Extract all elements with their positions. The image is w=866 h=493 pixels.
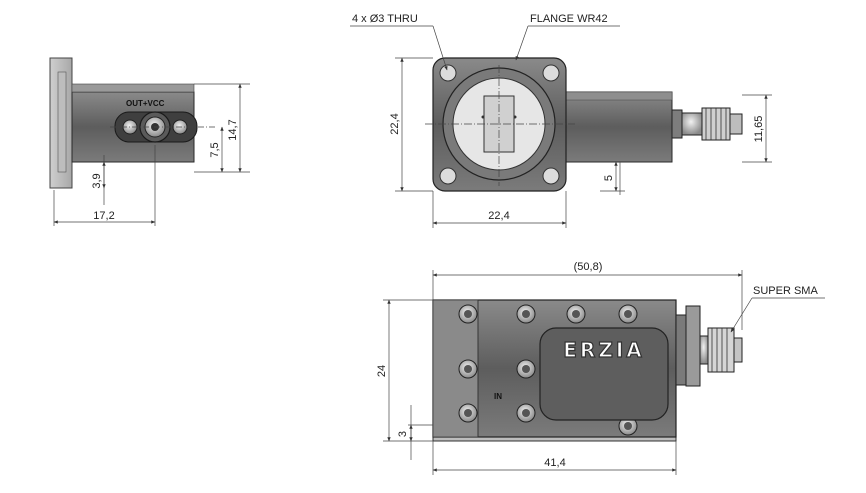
dim-top-total: (50,8): [574, 261, 603, 273]
dim-top-base: 3: [397, 431, 409, 437]
dim-front-width: 22,4: [488, 210, 509, 222]
mount-hole-bl: [439, 167, 457, 185]
connector-callout: SUPER SMA: [753, 285, 818, 297]
dim-side-port: 7,5: [209, 142, 221, 157]
top-sma-connector: [675, 305, 743, 387]
dim-front-offset: 5: [603, 175, 615, 181]
flange-callout: FLANGE WR42: [530, 13, 608, 25]
dim-side-base: 3,9: [91, 173, 103, 188]
top-view: ERZIA IN (50,8) 41,4 24 3: [376, 261, 825, 475]
dim-top-length: 41,4: [544, 457, 565, 469]
dim-side-height: 14,7: [227, 119, 239, 140]
holes-callout: 4 x Ø3 THRU: [352, 13, 418, 25]
dim-front-height: 22,4: [389, 113, 401, 134]
mount-hole-br: [542, 167, 560, 185]
brand-panel: [539, 327, 669, 421]
in-label: IN: [494, 392, 502, 401]
brand-logo: ERZIA: [563, 338, 644, 362]
mount-hole-tl: [439, 64, 457, 82]
dim-top-height: 24: [376, 365, 388, 377]
front-view: 22,4 22,4 11,65 5 4 x Ø3 THRU FLANGE WR4…: [350, 13, 772, 228]
front-sma-connector: [701, 107, 743, 141]
dim-side-width: 17,2: [93, 210, 114, 222]
mount-hole-tr: [542, 64, 560, 82]
top-bolts: [458, 304, 638, 436]
port-label: OUT+VCC: [126, 99, 165, 108]
side-view: OUT+VCC 14,7 7,5 3,9 17,2: [49, 57, 250, 226]
dim-front-connector: 11,65: [753, 116, 765, 143]
